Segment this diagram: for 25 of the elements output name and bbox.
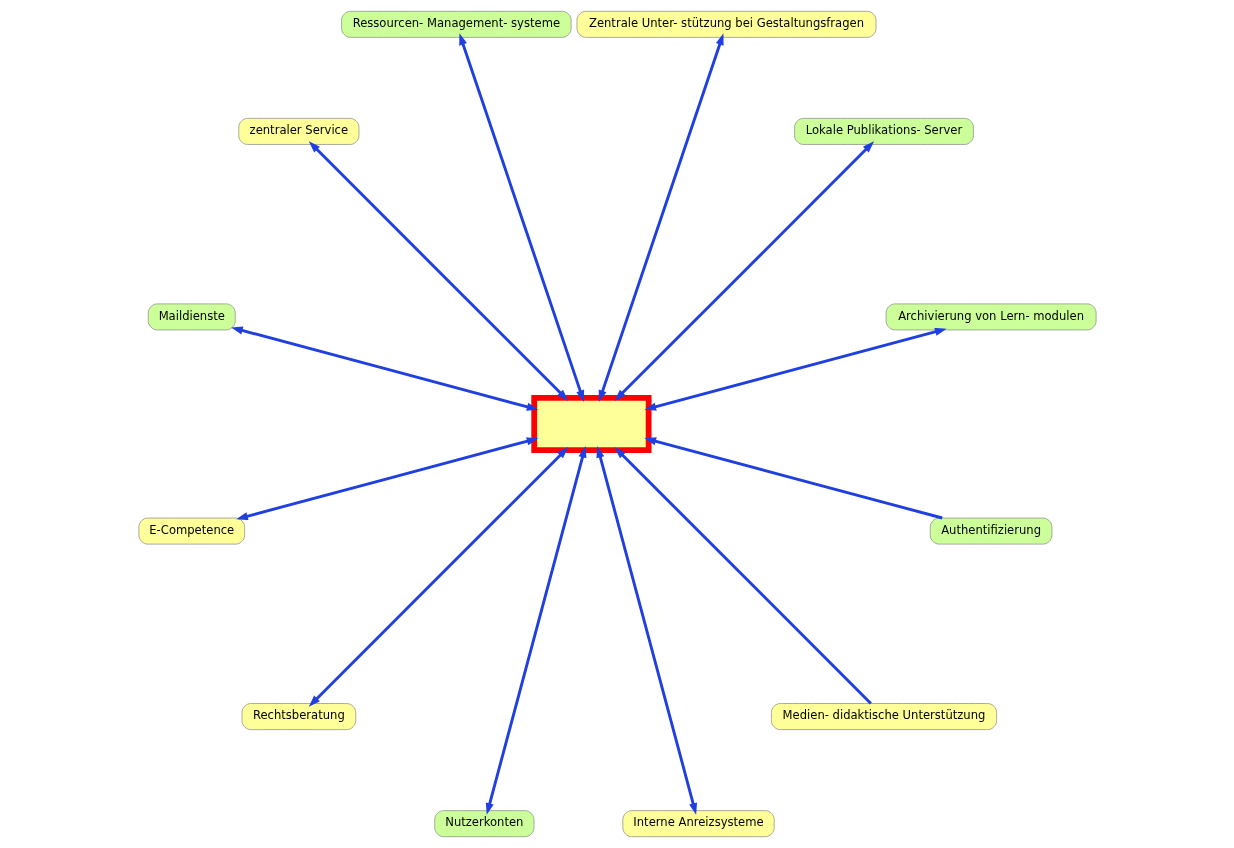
node-box: E-Competence — [138, 517, 245, 545]
node-box: Maildienste — [147, 303, 236, 331]
node-box: Archivierung von Lern- modulen — [885, 303, 1096, 331]
arrow — [458, 33, 584, 402]
node-box: Authentifizierung — [929, 517, 1052, 545]
node-box: zentraler Service — [237, 118, 359, 145]
node-box: Zentrale Unter- stützung bei Gestaltungsfragen — [576, 10, 876, 38]
node-box: Rechtsberatung — [241, 703, 356, 730]
node-box: Nutzerkonten — [433, 810, 534, 838]
node-box: Lokale Publikations- Server — [793, 118, 974, 145]
arrow — [308, 141, 568, 401]
arrow — [595, 446, 697, 815]
node-box: Medien- didaktische Unterstützung — [770, 703, 997, 730]
arrow — [235, 437, 538, 521]
arrow — [308, 447, 568, 707]
node-box — [530, 395, 652, 453]
arrow — [643, 327, 947, 411]
node-box: Ressourcen- Management- systeme — [340, 10, 571, 38]
arrow — [614, 141, 874, 401]
arrow — [643, 437, 943, 520]
arrow — [598, 33, 724, 402]
arrow — [230, 326, 538, 411]
node-box: Interne Anreizsysteme — [622, 810, 775, 838]
arrow — [485, 446, 586, 815]
arrow — [614, 447, 872, 705]
